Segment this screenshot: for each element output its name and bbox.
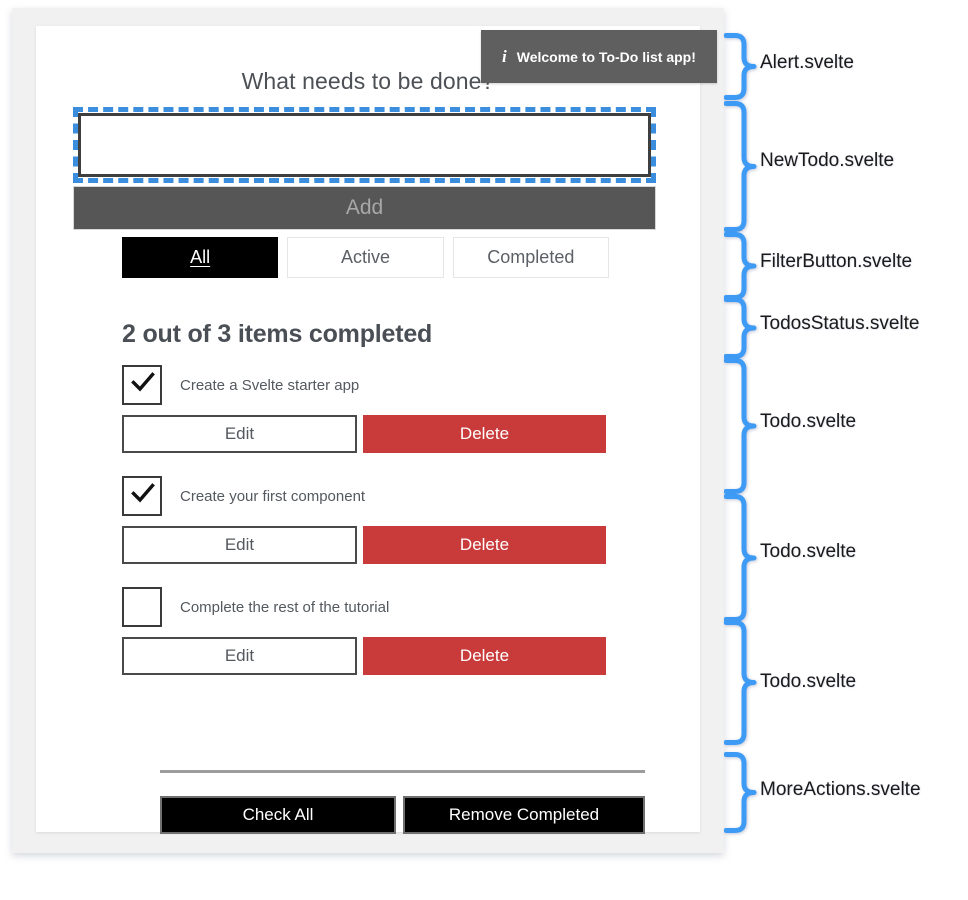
remove-completed-button[interactable]: Remove Completed [403,796,645,834]
brace-icon [724,33,757,100]
todo-item: Create your first component Edit Delete [122,475,643,564]
page-title: What needs to be done? [241,68,495,94]
todo-head: Complete the rest of the tutorial [122,586,643,628]
todo-edit-button[interactable]: Edit [122,526,357,564]
check-icon [131,372,155,392]
brace-icon [724,232,757,300]
info-icon: i [502,46,507,66]
filter-button-all[interactable]: All [122,237,279,278]
annotation-label: Alert.svelte [760,52,854,73]
filter-button-completed[interactable]: Completed [452,237,609,278]
todo-checkbox[interactable] [122,365,162,405]
annotation-label: NewTodo.svelte [760,150,895,171]
brace-icon [724,358,757,494]
annotation-label: Todo.svelte [760,411,857,432]
brace-icon [724,297,757,359]
section-divider [160,770,645,773]
annotation-label: FilterButton.svelte [760,251,913,272]
more-actions-component: Check All Remove Completed [160,796,645,834]
check-all-button[interactable]: Check All [160,796,396,834]
add-todo-button[interactable]: Add [73,186,656,230]
todo-actions: Edit Delete [122,526,643,564]
annotation-label: TodosStatus.svelte [760,313,920,334]
brace-icon [724,494,757,622]
annotation-label: Todo.svelte [760,671,857,692]
todo-delete-button[interactable]: Delete [363,526,606,564]
new-todo-input[interactable] [78,113,651,177]
todo-checkbox[interactable] [122,587,162,627]
filter-button-group: All Active Completed [122,237,609,278]
todo-label: Create a Svelte starter app [180,376,360,394]
todo-head: Create a Svelte starter app [122,364,643,406]
filter-button-active[interactable]: Active [287,237,444,278]
todo-label: Create your first component [180,487,366,505]
check-icon [131,483,155,503]
annotation-label: Todo.svelte [760,541,857,562]
todo-delete-button[interactable]: Delete [363,415,606,453]
brace-icon [724,101,757,232]
todos-status-heading: 2 out of 3 items completed [122,320,433,348]
todo-item: Complete the rest of the tutorial Edit D… [122,586,643,675]
todo-edit-button[interactable]: Edit [122,415,357,453]
todo-edit-button[interactable]: Edit [122,637,357,675]
todo-delete-button[interactable]: Delete [363,637,606,675]
todo-head: Create your first component [122,475,643,517]
alert-message: Welcome to To-Do list app! [516,48,696,65]
todo-actions: Edit Delete [122,415,643,453]
alert-toast[interactable]: i Welcome to To-Do list app! [481,30,717,83]
todo-item: Create a Svelte starter app Edit Delete [122,364,643,453]
new-todo-component [73,107,656,183]
todo-actions: Edit Delete [122,637,643,675]
brace-icon [724,752,757,833]
todo-list: Create a Svelte starter app Edit Delete … [122,364,643,697]
todo-checkbox[interactable] [122,476,162,516]
annotation-label: MoreActions.svelte [760,779,921,800]
todo-app-card: What needs to be done? Add All Active Co… [36,26,700,834]
todo-label: Complete the rest of the tutorial [180,598,390,616]
brace-icon [724,620,757,745]
